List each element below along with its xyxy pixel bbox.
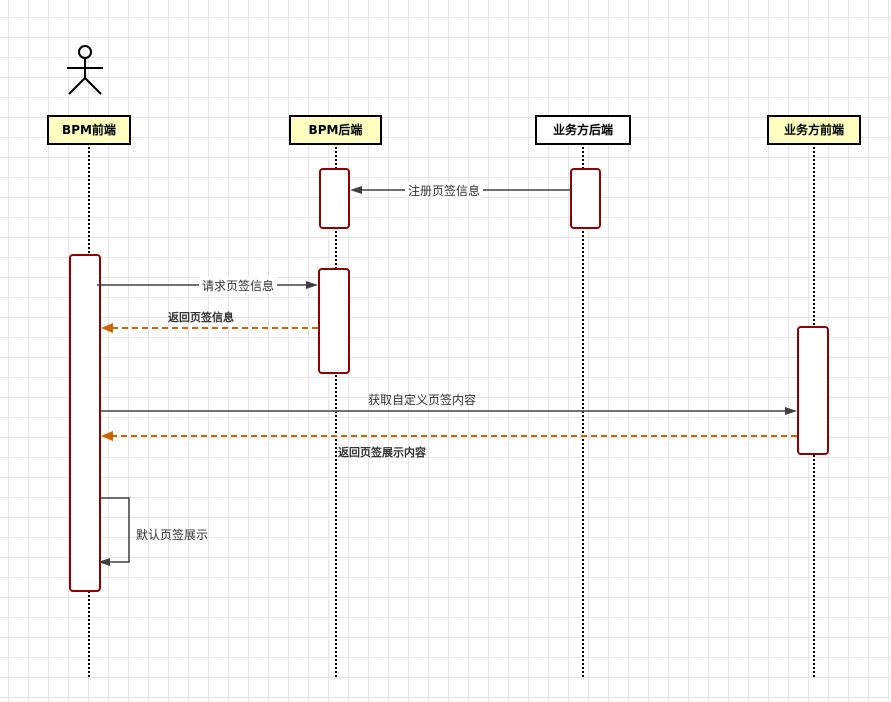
activation-biz-frontend[interactable] [797,326,829,455]
label-return-tab-display-content: 返回页签展示内容 [338,446,426,459]
arrow-default-tab-display[interactable] [98,497,130,566]
label-request-tab-info: 请求页签信息 [199,277,278,294]
participant-biz-backend[interactable]: 业务方后端 [535,115,631,145]
participant-bpm-frontend[interactable]: BPM前端 [47,115,131,145]
activation-bpm-backend-register[interactable] [319,168,350,229]
actor-icon [67,45,103,95]
lifeline-biz-backend [582,147,584,677]
lifeline-bpm-backend [335,147,337,677]
activation-bpm-frontend[interactable] [69,254,101,592]
label-return-tab-info: 返回页签信息 [168,311,234,324]
activation-bpm-backend-request[interactable] [318,268,350,374]
arrow-return-tab-display-content[interactable] [101,431,797,441]
participant-bpm-backend[interactable]: BPM后端 [289,115,382,145]
participant-biz-frontend[interactable]: 业务方前端 [767,115,861,145]
label-register-tab-info: 注册页签信息 [405,182,484,199]
arrow-get-custom-tab-content[interactable] [101,407,797,415]
label-default-tab-display: 默认页签展示 [136,528,209,542]
label-get-custom-tab-content: 获取自定义页签内容 [368,393,477,407]
arrow-return-tab-info[interactable] [101,323,318,333]
activation-biz-backend-register[interactable] [570,168,601,229]
